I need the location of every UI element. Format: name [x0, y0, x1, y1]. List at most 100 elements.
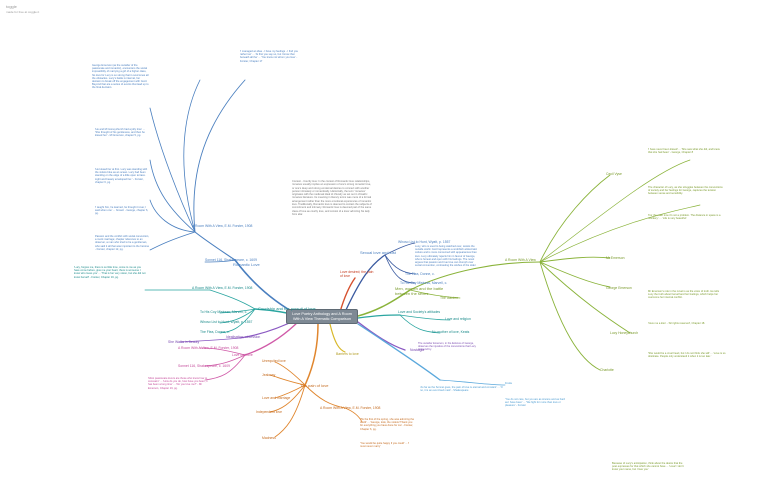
- branch-green-e: [539, 261, 601, 371]
- quote-14: 'For the main time it's not a problem. T…: [648, 214, 721, 221]
- source-whoso-list-b[interactable]: Whoso List to Hunt, Wyatt, p. 1557: [398, 240, 451, 244]
- branch-blue-b: [149, 107, 196, 233]
- branch-sexual-flea: [384, 254, 416, 275]
- center-node-label: Love Poetry Anthology and A Room With A …: [292, 312, 352, 321]
- quote-9: 'Tis the first of the spring, she was ad…: [360, 418, 415, 431]
- app-subtitle[interactable]: made for free at coggle.it: [6, 10, 40, 14]
- branch-romantic-room: [194, 231, 236, 261]
- center-node[interactable]: Love Poetry Anthology and A Room With A …: [286, 309, 358, 324]
- branch-society-religion: [399, 314, 451, 321]
- branch-pain-quote: [344, 407, 363, 423]
- node-pain-of-love[interactable]: The pain of love: [300, 383, 329, 388]
- branch-blue-d: [149, 199, 196, 233]
- branch-unrequited: [274, 361, 306, 386]
- quote-11: Lucy, who is used to being watched over,…: [415, 245, 477, 267]
- branch-barriers: [329, 323, 346, 353]
- source-sonnet-116[interactable]: Sonnet 116, Shakespeare, c. 1609: [205, 258, 257, 262]
- branch-green-g: [539, 204, 701, 263]
- quote-18: The outsider Emerson, in his defence of …: [418, 342, 476, 352]
- node-men-women[interactable]: Men, women and the battle between the se…: [395, 286, 444, 296]
- quote-17: Because of Lucy's anticipation, think ab…: [612, 462, 684, 472]
- branch-sexual-coy: [384, 254, 416, 284]
- quote-5: 'I taught him, he learned, he thought it…: [95, 206, 149, 216]
- source-a-room-view-d[interactable]: A Room With A View, E.M. Forster, 1908: [178, 346, 239, 350]
- branch-society-keats: [399, 314, 441, 334]
- source-lucy-honeychurch[interactable]: Lucy Honeychurch: [610, 331, 639, 335]
- quote-19: 'As far as the Sonnet goes, the pain of …: [420, 386, 503, 393]
- source-the-garden[interactable]: The Garden: [440, 296, 459, 300]
- node-courtship[interactable]: Courtship and the pursuit of love: [258, 306, 316, 311]
- branch-love-desire: [339, 277, 356, 313]
- branch-blue-e: [149, 231, 196, 251]
- quote-2: George Emerson (as the outsider of the p…: [92, 64, 149, 90]
- quote-20: 'You do not care, but you are as sincere…: [505, 398, 565, 408]
- node-jealousy[interactable]: Jealousy: [262, 373, 276, 377]
- quote-6: Passion and the conflict with social con…: [95, 235, 150, 251]
- source-to-his-coy[interactable]: To His Coy Mistress, Marvell, c.: [200, 310, 248, 314]
- source-to-his-coy-b[interactable]: To His Coy Mistress, Marvell, c.: [400, 281, 448, 285]
- source-mr-emerson[interactable]: Mr Emerson: [606, 256, 625, 260]
- source-the-flea-b[interactable]: The Flea, Donne, c.: [405, 272, 435, 276]
- source-room-view-ch17[interactable]: A Room With A View, E.M. Forster, 1908: [320, 406, 381, 410]
- node-nostalgia[interactable]: Nostalgia: [410, 348, 425, 352]
- source-sonnet-116b[interactable]: Sonnet 116, Shakespeare, c. 1609: [178, 364, 230, 368]
- branch-courtship-whoso: [219, 308, 256, 324]
- branch-sexual-love: [344, 254, 386, 313]
- node-love-marriage[interactable]: Love and marriage: [262, 396, 291, 400]
- branch-jealousy: [269, 374, 306, 386]
- node-romantic-love[interactable]: Romantic Love: [233, 262, 260, 267]
- node-love-society[interactable]: Love and Society's attitudes: [398, 310, 441, 314]
- source-room-view-ch2[interactable]: A Room With A View, E.M. Forster, 1908: [192, 224, 253, 228]
- branch-green-c: [539, 261, 611, 288]
- quote-21: 'She would be a cruel heart, but I do no…: [648, 352, 726, 359]
- branch-idealisation-walks: [179, 337, 241, 343]
- source-the-flea[interactable]: The Flea, Donne, c.: [200, 330, 230, 334]
- branch-men-women: [357, 289, 411, 317]
- quote-15: Mr Emerson's role in the novel is as the…: [648, 290, 719, 300]
- quote-10: 'You would be quite happy if you could' …: [360, 442, 410, 449]
- branch-green-a: [539, 174, 611, 263]
- node-love-lost[interactable]: Love lost love: [232, 353, 253, 357]
- quote-1: 'I managed an idea - I have my feelings …: [240, 50, 299, 63]
- source-charlotte[interactable]: Charlotte: [600, 368, 614, 372]
- source-love-religion[interactable]: Love and religion: [445, 317, 471, 321]
- branch-green-f: [539, 159, 691, 263]
- branch-sexual-whoso: [384, 242, 416, 256]
- source-a-room-view-e[interactable]: A Room With A View: [505, 258, 536, 262]
- branch-green-room: [409, 261, 541, 291]
- note-romantic-love-def: Context - Courtly love: In the context o…: [292, 180, 372, 216]
- node-madness[interactable]: Madness: [262, 436, 276, 440]
- app-title: toggle: [6, 4, 17, 9]
- branch-light-blue-b: [439, 379, 506, 386]
- branch-society: [357, 314, 401, 319]
- branch-nostalgia: [357, 321, 406, 351]
- source-freda[interactable]: Freda: [505, 382, 512, 385]
- branch-green-whoso: [409, 289, 461, 299]
- node-barriers[interactable]: Barriers to love: [336, 352, 359, 356]
- source-george-emerson[interactable]: George Emerson: [606, 286, 632, 290]
- branch-love-lost-a: [199, 347, 246, 356]
- node-love-desire[interactable]: Love desired; the pain of love: [340, 270, 374, 278]
- source-room-view-ch16[interactable]: A Room With A View, E.M. Forster, 1908: [192, 286, 253, 290]
- branch-pain-room: [304, 384, 346, 409]
- node-sexual-love[interactable]: Sexual love and lust: [360, 250, 396, 255]
- node-unrequited[interactable]: Unrequited love: [262, 359, 286, 363]
- branch-pain: [304, 323, 319, 386]
- source-whoso-list[interactable]: Whoso List to Hunt, Wyatt, p. 1557: [200, 320, 253, 324]
- branch-green-b: [539, 256, 611, 263]
- branch-madness: [274, 384, 306, 438]
- source-she-walks[interactable]: She Walks in Beauty: [168, 340, 200, 344]
- source-no-mother[interactable]: No mother of love, Keats: [432, 330, 470, 334]
- node-idealisation[interactable]: Idealisation, obsession: [226, 335, 261, 339]
- branch-marriage: [274, 384, 306, 399]
- branch-love-lost-b: [204, 354, 246, 367]
- branch-blue-f: [204, 259, 236, 263]
- branch-blue-g: [183, 79, 201, 233]
- quote-16: 'Give me a kiss' - 'All rights reserved'…: [648, 322, 706, 325]
- node-independent[interactable]: Independent love: [256, 410, 283, 414]
- source-cecil-vyse[interactable]: Cecil Vyse: [606, 172, 622, 176]
- quote-8: 'Most passionate lovers are those who kn…: [148, 377, 208, 390]
- branch-blue-c: [149, 159, 196, 233]
- quote-13: The character of Lucy, as she struggles …: [648, 186, 723, 196]
